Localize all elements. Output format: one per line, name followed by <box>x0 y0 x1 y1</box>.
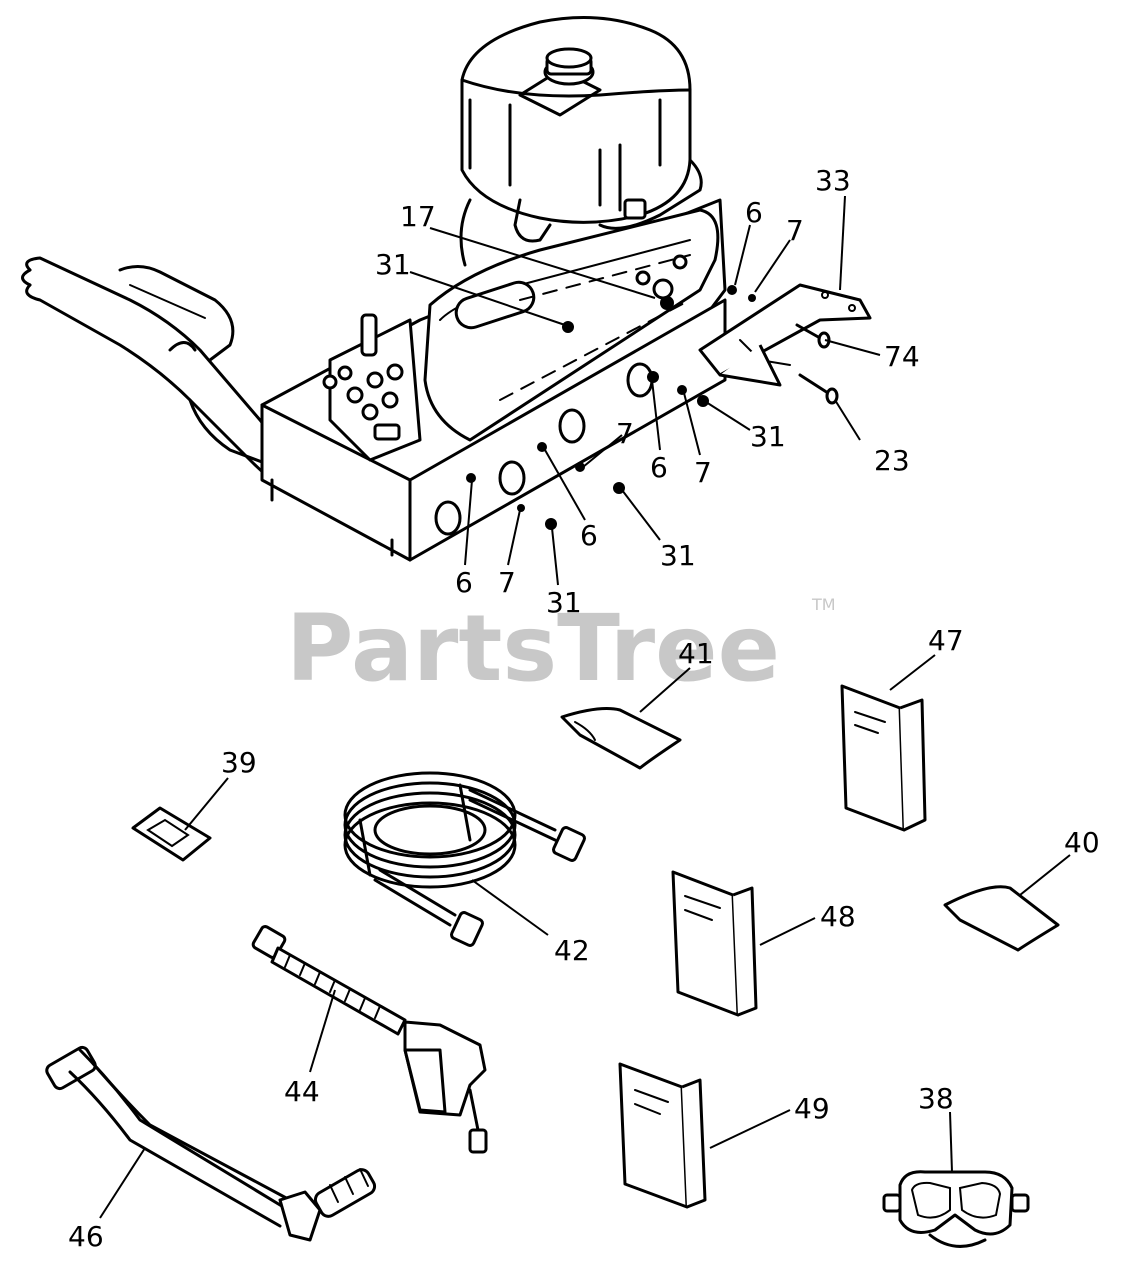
watermark-tm: TM <box>811 595 836 614</box>
callout-49: 49 <box>794 1092 830 1125</box>
part-41-bag[interactable] <box>560 707 682 770</box>
part-42-hose[interactable] <box>343 771 586 947</box>
engine-fuel-tank[interactable] <box>459 16 703 267</box>
callout-44: 44 <box>284 1075 320 1108</box>
callout-17: 17 <box>400 200 436 233</box>
callout-38: 38 <box>918 1082 954 1115</box>
callout-33: 33 <box>815 164 851 197</box>
pump-fittings <box>322 363 404 421</box>
part-40-bag[interactable] <box>943 885 1060 952</box>
bracket-33[interactable] <box>698 283 872 387</box>
watermark-text: PartsTree <box>286 595 780 702</box>
part-39-packet[interactable] <box>131 806 212 862</box>
part-46-lance[interactable] <box>45 1045 378 1242</box>
callout-46: 46 <box>68 1220 104 1253</box>
bolt-23[interactable] <box>798 373 839 405</box>
bolt-74[interactable] <box>795 323 831 349</box>
callout-31: 31 <box>660 539 696 572</box>
hardware-nuts-washers <box>466 254 756 530</box>
callout-31: 31 <box>750 420 786 453</box>
callout-6: 6 <box>745 196 763 229</box>
callout-6: 6 <box>580 519 598 552</box>
callout-48: 48 <box>820 900 856 933</box>
part-44-spray-gun[interactable] <box>251 925 488 1154</box>
callout-42: 42 <box>554 934 590 967</box>
callout-40: 40 <box>1064 826 1100 859</box>
callout-39: 39 <box>221 746 257 779</box>
callout-74: 74 <box>884 340 920 373</box>
part-47-manual[interactable] <box>840 684 927 832</box>
callout-47: 47 <box>928 624 964 657</box>
callout-7: 7 <box>786 214 804 247</box>
part-48-manual[interactable] <box>671 870 758 1017</box>
part-49-manual[interactable] <box>618 1062 707 1209</box>
callout-7: 7 <box>498 566 516 599</box>
callout-labels: 17 31 6 7 33 74 23 31 7 6 7 6 31 6 7 31 … <box>68 164 1100 1253</box>
callout-41: 41 <box>678 637 714 670</box>
callout-6: 6 <box>455 566 473 599</box>
part-38-safety-goggles[interactable] <box>882 1170 1030 1248</box>
callout-23: 23 <box>874 444 910 477</box>
leader-lines <box>99 195 1071 1219</box>
callout-7: 7 <box>616 417 634 450</box>
callout-31: 31 <box>546 586 582 619</box>
callout-6: 6 <box>650 451 668 484</box>
callout-31: 31 <box>375 248 411 281</box>
callout-7: 7 <box>694 456 712 489</box>
